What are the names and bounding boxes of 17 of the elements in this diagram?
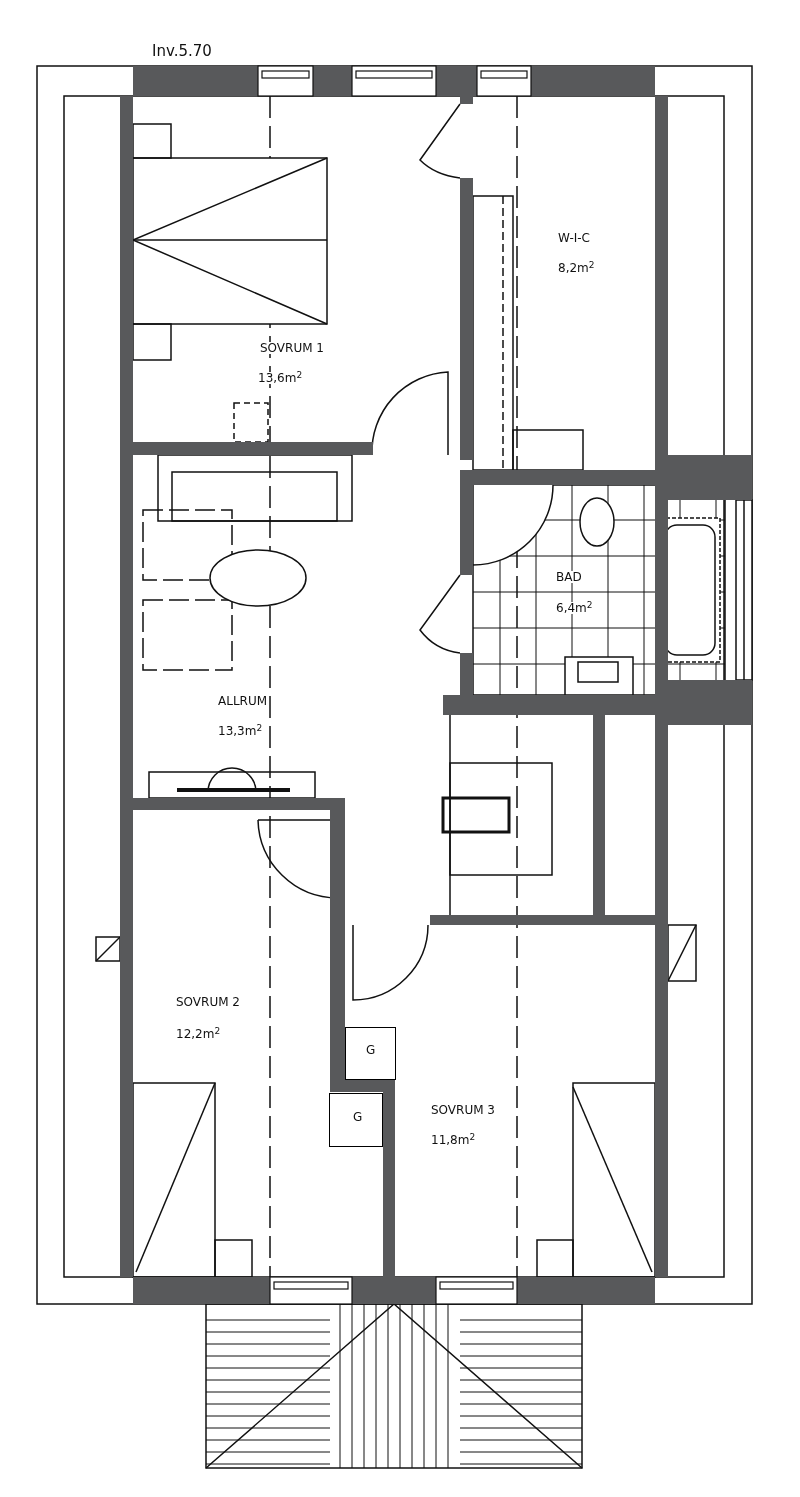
room-name: BAD	[555, 571, 583, 583]
cabinet-box	[329, 1093, 383, 1147]
plan-label: Inv.5.70	[152, 41, 212, 62]
cabinet-label: G	[365, 1044, 377, 1056]
room-name: W-I-C	[557, 232, 591, 244]
room-name: ALLRUM	[217, 695, 269, 707]
cabinet-box	[345, 1027, 396, 1080]
room-area-label: 12,2m$^{2}$	[175, 1028, 222, 1040]
room-area-label: 13,6m$^{2}$	[257, 372, 304, 384]
room-area-label: 6,4m$^{2}$	[555, 602, 594, 614]
room-name: SOVRUM 3	[430, 1104, 496, 1116]
room-area-label: 13,3m$^{2}$	[217, 725, 264, 737]
room-area-label: 8,2m$^{2}$	[557, 262, 596, 274]
room-name: SOVRUM 1	[259, 342, 325, 354]
cabinet-label: G	[352, 1111, 364, 1123]
room-name: SOVRUM 2	[175, 996, 241, 1008]
room-area-label: 11,8m$^{2}$	[430, 1134, 477, 1146]
